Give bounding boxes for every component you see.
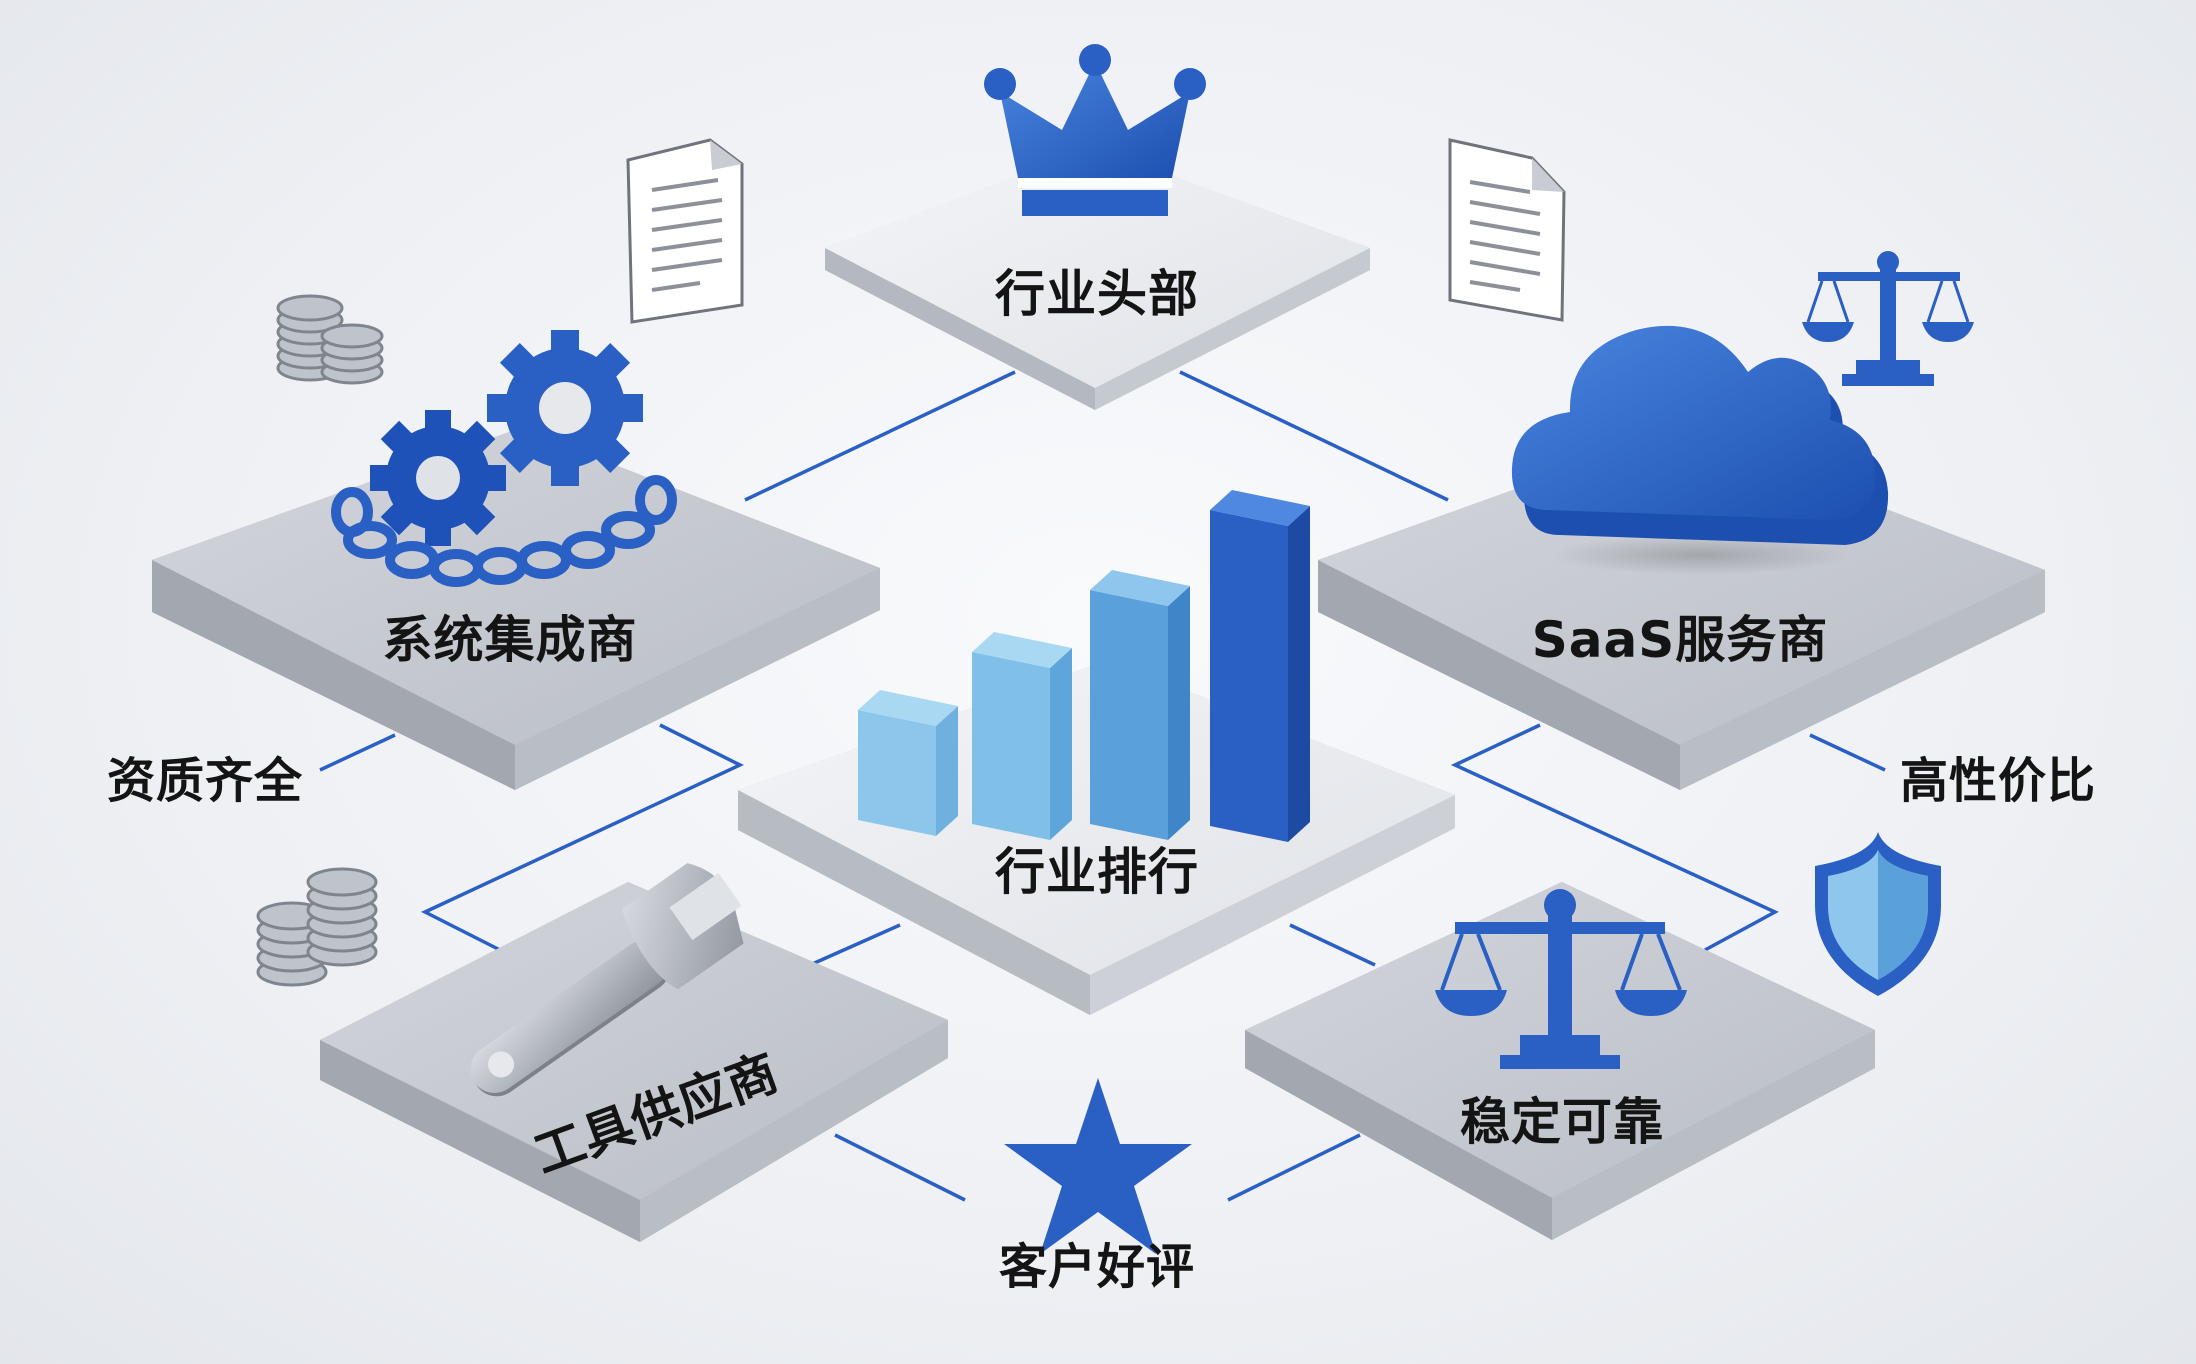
node-label-center: 行业排行 (995, 843, 1199, 901)
scales-icon (1802, 251, 1974, 386)
coins-icon (256, 867, 378, 987)
node-label-bottom-right: 稳定可靠 (1460, 1093, 1664, 1151)
bar-side (936, 706, 958, 836)
bar-front (858, 710, 936, 836)
node-label-right: SaaS服务商 (1531, 611, 1829, 669)
shield-icon (1815, 832, 1941, 996)
bar-side (1288, 506, 1310, 842)
bar-side (1050, 648, 1072, 840)
platform-bottom-left (320, 882, 948, 1242)
crown-icon (984, 44, 1206, 216)
coins-icon (276, 294, 384, 385)
attribute-label-left: 资质齐全 (106, 753, 304, 809)
bar-top (1210, 490, 1310, 526)
bar-chart-icon (858, 490, 1310, 842)
bar-front (1090, 590, 1168, 840)
star-icon (1004, 1078, 1192, 1254)
bar-top (1090, 570, 1190, 606)
platform-top (825, 148, 1370, 410)
document-icon (626, 138, 744, 324)
connector-lines (319, 370, 1886, 1202)
bar-front (1210, 510, 1288, 842)
bar-side (1168, 586, 1190, 840)
bar-front (972, 652, 1050, 840)
wrench-icon (470, 863, 744, 1097)
cloud-icon (1511, 325, 1889, 575)
attribute-label-bottom: 客户好评 (998, 1239, 1196, 1295)
bar-top (858, 690, 958, 726)
node-label-left: 系统集成商 (382, 611, 638, 669)
gears-chain-icon (331, 330, 677, 587)
document-icon (1448, 138, 1566, 322)
attribute-label-right: 高性价比 (1899, 753, 2097, 809)
scales-icon (1435, 889, 1687, 1069)
node-label-top: 行业头部 (995, 265, 1199, 323)
bar-top (972, 632, 1072, 668)
